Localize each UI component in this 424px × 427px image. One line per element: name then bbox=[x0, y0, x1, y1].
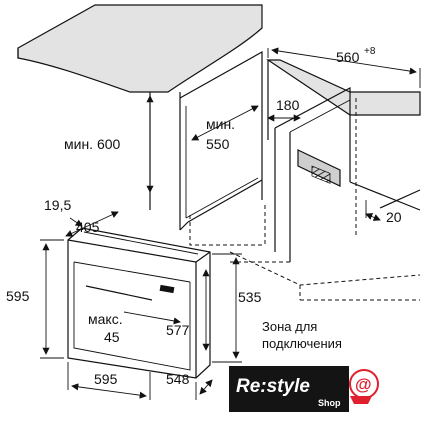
right-cabinet bbox=[229, 59, 421, 301]
oven bbox=[67, 227, 211, 379]
dim-min-550-line2: 550 bbox=[206, 136, 230, 152]
dim-577: 577 bbox=[166, 322, 190, 338]
restyle-shop-logo: Re:style Shop @ bbox=[229, 366, 379, 412]
dim-20: 20 bbox=[386, 209, 402, 225]
dim-595-width: 595 bbox=[94, 371, 118, 387]
logo-sub: Shop bbox=[318, 398, 341, 408]
dim-560: 560 bbox=[336, 49, 360, 65]
dim-405: 405 bbox=[76, 219, 100, 235]
cart-icon bbox=[350, 396, 372, 404]
left-cabinet bbox=[17, 4, 266, 246]
at-sign-glyph: @ bbox=[355, 375, 372, 394]
dim-595-height: 595 bbox=[6, 288, 30, 304]
dimension-lines bbox=[40, 47, 421, 400]
dim-max-45-line1: макс. bbox=[88, 311, 123, 327]
logo-text: Re:style bbox=[236, 376, 310, 397]
dim-19-5: 19,5 bbox=[44, 197, 71, 213]
connection-zone-line1: Зона для bbox=[262, 319, 317, 334]
dim-548: 548 bbox=[166, 371, 190, 387]
dim-min-600: мин. 600 bbox=[64, 136, 121, 152]
dim-535: 535 bbox=[238, 289, 262, 305]
dim-min-550-line1: мин. bbox=[206, 116, 235, 132]
dim-560-sup: +8 bbox=[364, 46, 376, 57]
dim-180: 180 bbox=[276, 97, 300, 113]
connection-zone-line2: подключения bbox=[262, 336, 342, 351]
dim-max-45-line2: 45 bbox=[104, 329, 120, 345]
